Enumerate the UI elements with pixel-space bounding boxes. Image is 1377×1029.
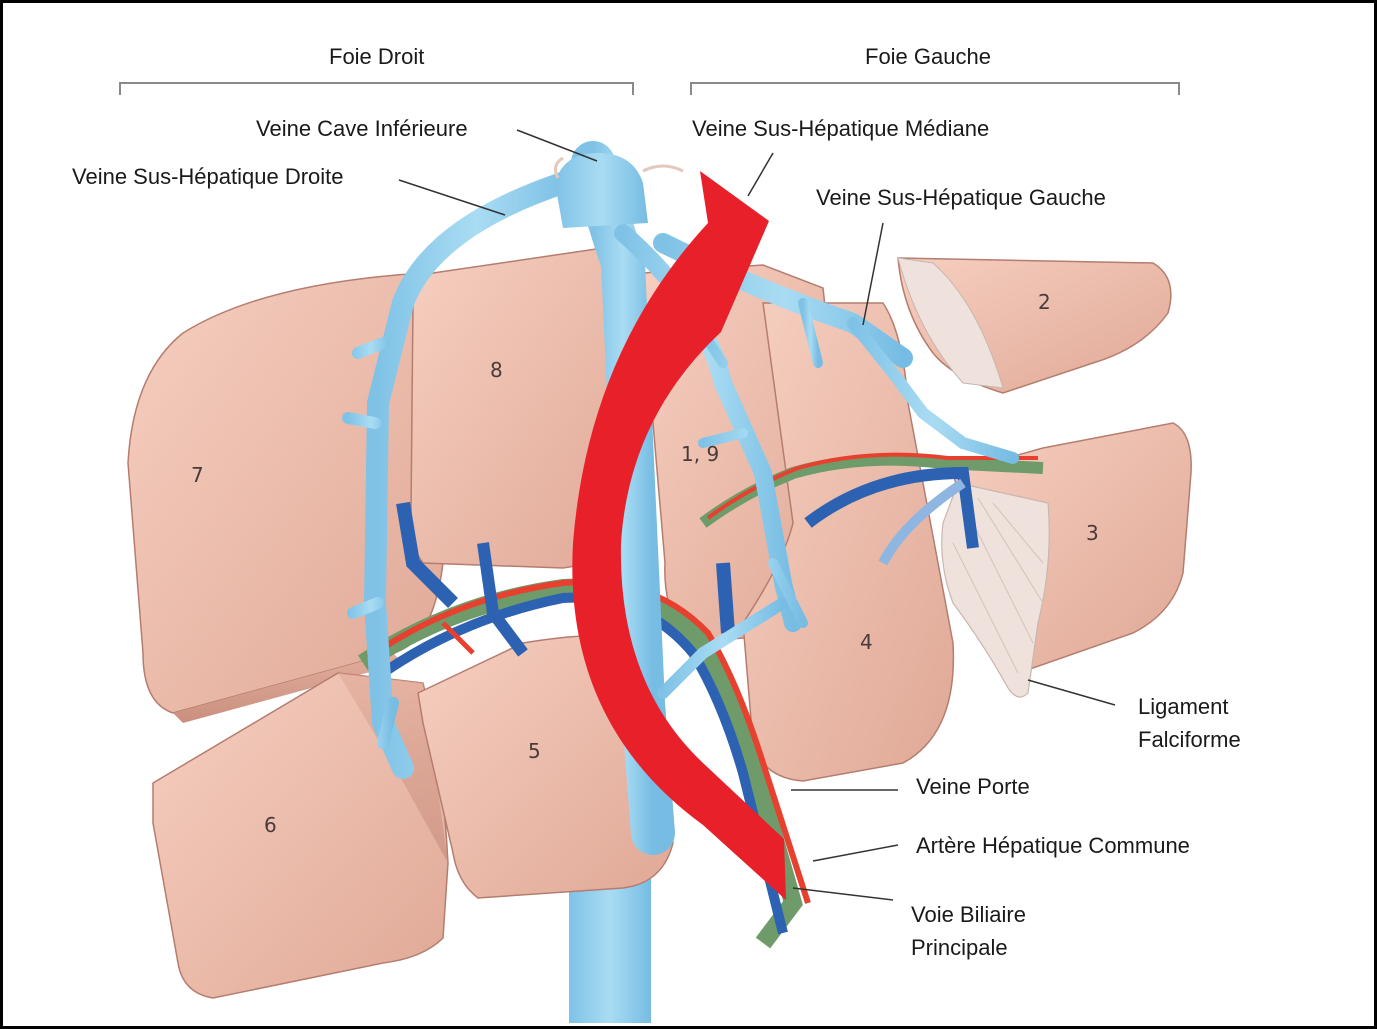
- ivc-label: Veine Cave Inférieure: [256, 116, 468, 141]
- segment-1-9-number: 1, 9: [681, 442, 720, 466]
- segment-2-cut-face: [897, 257, 1004, 389]
- common-hepatic-artery-label: Artère Hépatique Commune: [916, 833, 1190, 858]
- portal-vein-label: Veine Porte: [916, 774, 1030, 799]
- red-curved-arrow: [572, 171, 786, 900]
- bile-duct-label-1: Voie Biliaire: [911, 902, 1026, 927]
- falciform-ligament-label-1: Ligament: [1138, 694, 1229, 719]
- portal-pedicle: [358, 452, 1044, 949]
- segment-6-number: 6: [264, 813, 277, 837]
- segment-6-edge: [338, 673, 448, 863]
- leader-lines: [398, 129, 1116, 901]
- liver-illustration: [119, 82, 1192, 1023]
- ivc-ligament-tips: [553, 156, 684, 179]
- middle-hepatic-vein-label: Veine Sus-Hépatique Médiane: [692, 116, 990, 141]
- segment-2-number: 2: [1038, 290, 1051, 314]
- segment-8-number: 8: [490, 358, 503, 382]
- bile-duct-label-2: Principale: [911, 935, 1008, 960]
- segment-7-number: 7: [191, 463, 204, 487]
- inferior-vena-cava-top: [555, 153, 648, 228]
- right-liver-bracket: [119, 82, 634, 95]
- segment-5-number: 5: [528, 739, 541, 763]
- left-hepatic-vein-label: Veine Sus-Hépatique Gauche: [816, 185, 1106, 210]
- segment-7-edge: [173, 653, 403, 723]
- falciform-ligament-label-2: Falciforme: [1138, 727, 1241, 752]
- falciform-ligament-folds: [952, 497, 1044, 674]
- segment-4-number: 4: [860, 630, 873, 654]
- left-liver-header: Foie Gauche: [865, 44, 991, 69]
- right-liver-header: Foie Droit: [329, 44, 425, 69]
- segment-3-number: 3: [1086, 521, 1099, 545]
- right-hepatic-vein-label: Veine Sus-Hépatique Droite: [72, 164, 344, 189]
- left-liver-bracket: [690, 82, 1180, 95]
